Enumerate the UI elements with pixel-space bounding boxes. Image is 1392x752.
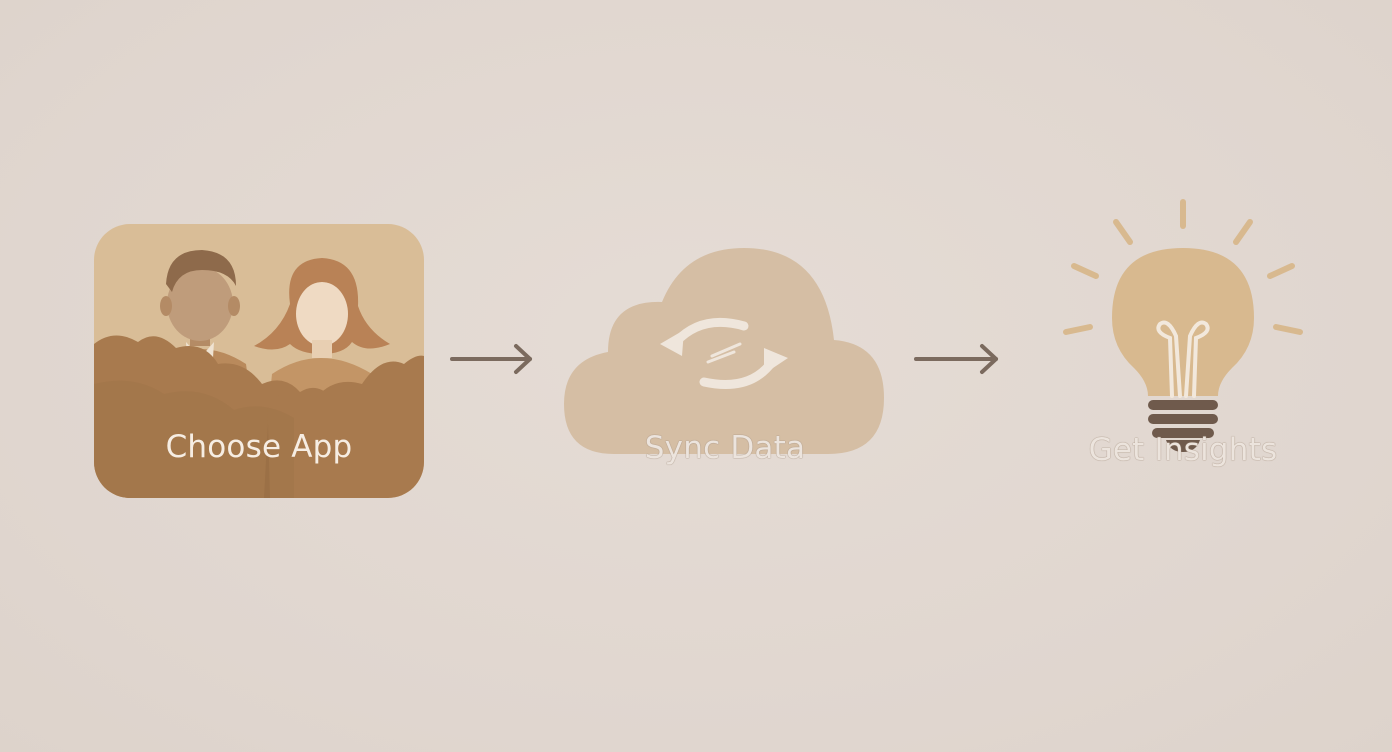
- step-label: Sync Data: [644, 430, 806, 466]
- step-choose-app: Choose App: [94, 224, 424, 498]
- lightbulb-icon: [1063, 199, 1303, 452]
- people-icon: [94, 224, 424, 498]
- step-label: Choose App: [165, 429, 353, 465]
- step-get-insights: Get Insights: [1058, 196, 1308, 468]
- step-label: Get Insights: [1088, 432, 1278, 468]
- step-sync-data: Sync Data: [562, 244, 888, 466]
- arrow-right-icon: [450, 344, 532, 374]
- arrow-right-icon: [914, 344, 998, 374]
- cloud-sync-icon: [564, 248, 884, 454]
